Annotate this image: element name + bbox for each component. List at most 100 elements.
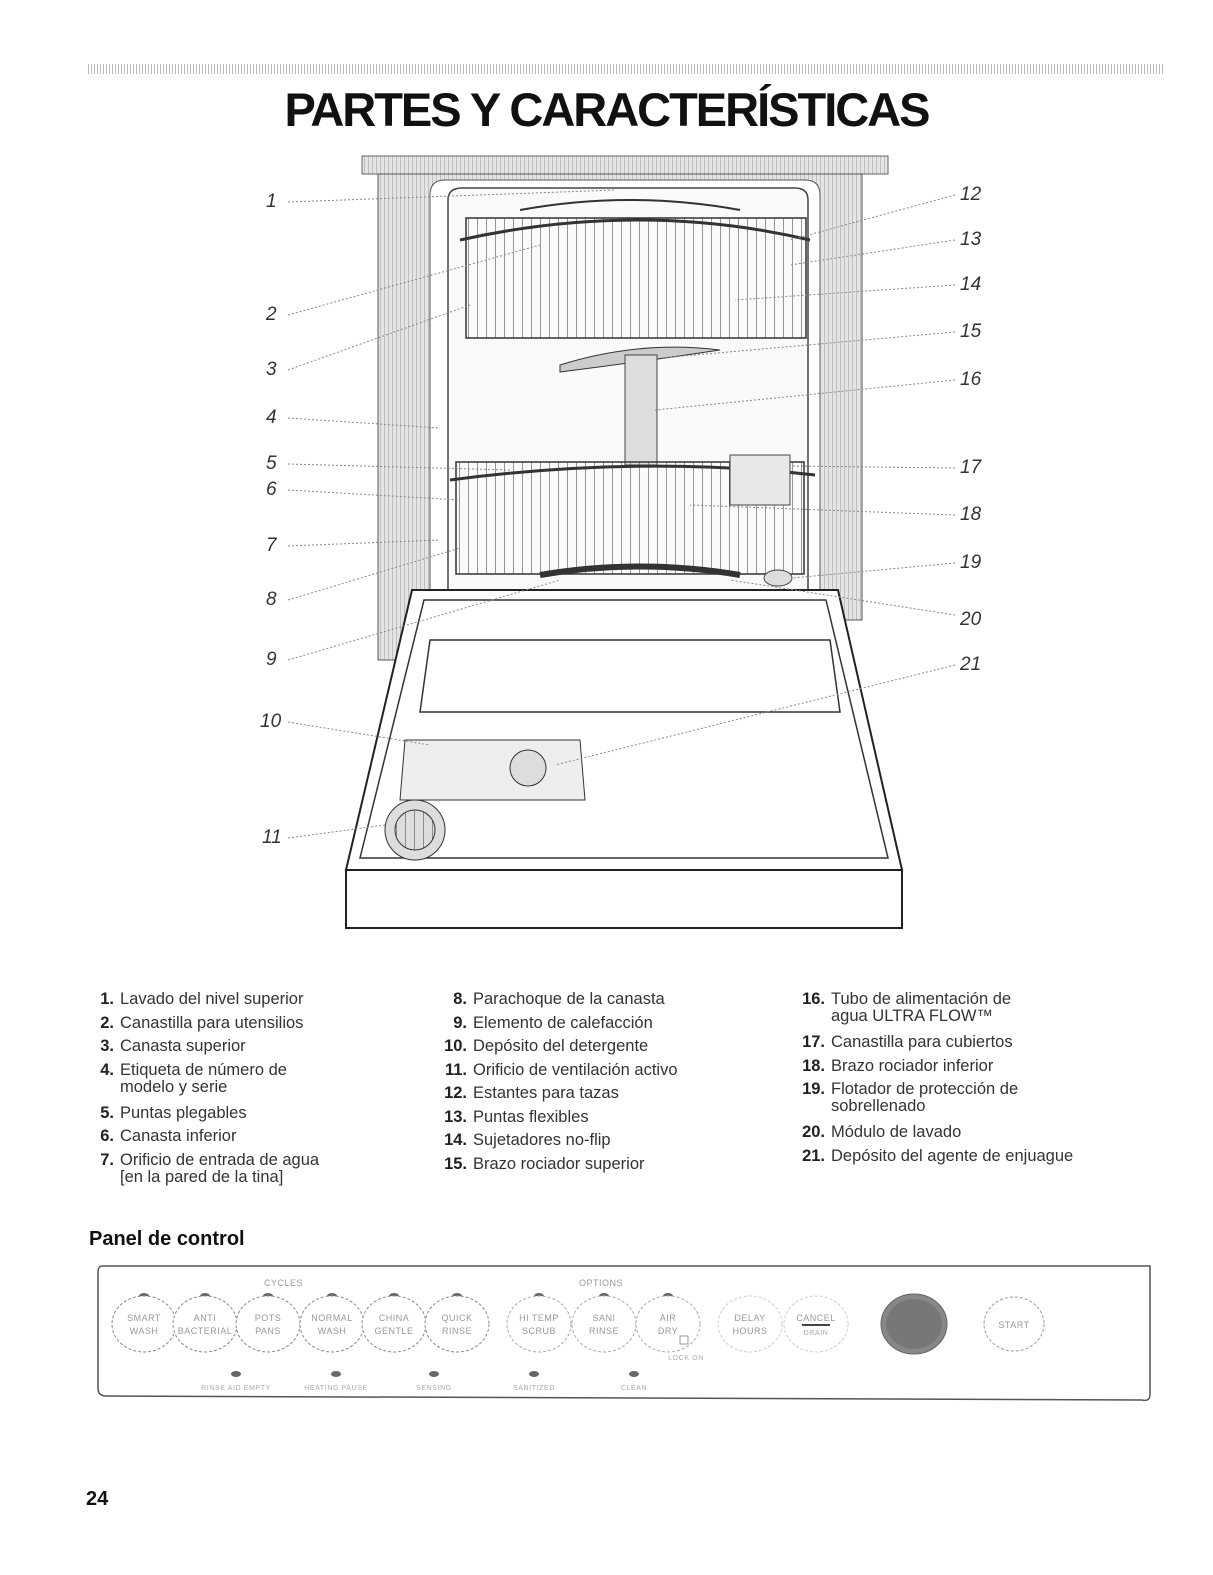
callout-10: 10: [260, 711, 282, 732]
cycle-buttons: SMART WASH ANTI BACTERIAL POTS PANS NORM…: [111, 1293, 490, 1353]
button-label: DELAY: [734, 1313, 765, 1323]
status-dial-center: [886, 1299, 942, 1349]
button-label: CHINA: [379, 1313, 410, 1323]
start-button[interactable]: START: [983, 1296, 1045, 1352]
dishwasher-diagram: 1 2 3 4 5 6 7 8 9 10 11 12 13 14 15 16 1…: [260, 155, 983, 929]
button-label: AIR: [660, 1313, 677, 1323]
upper-rack-rail: [459, 218, 811, 242]
list-item: 1.Lavado del nivel superior: [100, 990, 304, 1008]
button-label: WASH: [130, 1326, 159, 1336]
door-recess: [419, 639, 841, 713]
button-label: PANS: [255, 1326, 281, 1336]
normal-wash-button[interactable]: NORMAL WASH: [299, 1293, 365, 1353]
callout-8: 8: [266, 589, 277, 610]
lock-icon: [679, 1335, 689, 1345]
callout-12: 12: [960, 184, 982, 205]
button-outline: [361, 1295, 427, 1353]
list-item: 14.Sujetadores no-flip: [444, 1131, 611, 1149]
options-label: OPTIONS: [579, 1278, 623, 1288]
button-label: HOURS: [732, 1326, 767, 1336]
button-outline: [506, 1295, 572, 1353]
button-outline: [111, 1295, 177, 1353]
button-label: ANTI: [194, 1313, 217, 1323]
callout-1: 1: [266, 191, 277, 212]
list-item: 13.Puntas flexibles: [444, 1107, 589, 1126]
list-item: 7.Orificio de entrada de agua[en la pare…: [100, 1150, 320, 1186]
button-label: POTS: [255, 1313, 282, 1323]
delay-hours-button[interactable]: DELAY HOURS: [717, 1295, 783, 1353]
status-lights: RINSE AID EMPTY HEATING PAUSE SENSING SA…: [201, 1371, 647, 1392]
button-label: SANI: [592, 1313, 615, 1323]
top-decorative-band: [88, 64, 1164, 74]
list-item: 21.Depósito del agente de enjuague: [802, 1146, 1074, 1165]
callout-3: 3: [266, 359, 277, 380]
list-item: 12.Estantes para tazas: [444, 1084, 619, 1102]
button-label: SMART: [127, 1313, 161, 1323]
top-trim: [361, 155, 889, 175]
callout-13: 13: [960, 229, 982, 250]
hi-temp-scrub-button[interactable]: HI TEMP SCRUB: [506, 1293, 572, 1353]
callout-4: 4: [266, 407, 277, 428]
status-light-label: HEATING PAUSE: [304, 1385, 368, 1392]
button-label: BACTERIAL: [178, 1326, 233, 1336]
button-label: NORMAL: [311, 1313, 353, 1323]
air-dry-button[interactable]: AIR DRY: [635, 1293, 701, 1353]
callout-11: 11: [262, 827, 282, 848]
callout-5: 5: [266, 453, 277, 474]
list-item: 17.Canastilla para cubiertos: [802, 1033, 1013, 1051]
active-vent-grille: [394, 809, 436, 851]
button-outline: [424, 1295, 490, 1353]
button-label: QUICK: [441, 1313, 472, 1323]
feed-tube: [624, 354, 658, 466]
list-item: 20.Módulo de lavado: [802, 1123, 962, 1141]
button-label: DRAIN: [804, 1330, 829, 1337]
callout-16: 16: [960, 369, 982, 390]
callout-17: 17: [960, 457, 983, 478]
list-item: 3.Canasta superior: [100, 1037, 246, 1055]
list-item: 9.Elemento de calefacción: [453, 1013, 653, 1032]
parts-list-column-1: 1.Lavado del nivel superior 2.Canastilla…: [88, 988, 408, 1192]
status-light-label: CLEAN: [621, 1385, 647, 1392]
option-buttons: HI TEMP SCRUB SANI RINSE AIR DRY LOCK ON…: [506, 1293, 849, 1362]
leader-lines: [287, 189, 956, 839]
callout-7: 7: [266, 535, 278, 556]
list-item: 5.Puntas plegables: [100, 1103, 247, 1122]
list-item: 6.Canasta inferior: [100, 1127, 237, 1145]
button-label: DRY: [658, 1326, 678, 1336]
callout-9: 9: [266, 649, 277, 670]
list-item: 2.Canastilla para utensilios: [100, 1013, 304, 1032]
status-light: [231, 1371, 241, 1377]
parts-list-column-2: 8.Parachoque de la canasta 9.Elemento de…: [441, 988, 771, 1176]
button-outline: [635, 1295, 701, 1353]
button-label: CANCEL: [796, 1313, 836, 1323]
button-label: START: [998, 1320, 1029, 1330]
button-outline: [717, 1295, 783, 1353]
button-label: WASH: [318, 1326, 347, 1336]
callout-20: 20: [959, 609, 982, 630]
quick-rinse-button[interactable]: QUICK RINSE: [424, 1293, 490, 1353]
button-label: HI TEMP: [519, 1313, 559, 1323]
status-light: [429, 1371, 439, 1377]
callout-6: 6: [266, 479, 277, 500]
status-light-label: SENSING: [416, 1385, 452, 1392]
callout-2: 2: [265, 304, 277, 325]
list-item: 11.Orificio de ventilación activo: [444, 1060, 678, 1079]
callout-18: 18: [960, 504, 982, 525]
button-outline: [299, 1295, 365, 1353]
control-panel-illustration: CYCLES OPTIONS SMART WASH ANTI BACTERIAL…: [97, 1265, 1151, 1402]
rinse-aid-dispenser: [509, 749, 547, 787]
page-title: PARTES Y CARACTERÍSTICAS: [284, 83, 930, 136]
upper-rack: [465, 217, 807, 339]
list-item: 15.Brazo rociador superior: [444, 1154, 645, 1173]
list-item: 8.Parachoque de la canasta: [453, 990, 665, 1008]
cancel-drain-button[interactable]: CANCEL DRAIN: [783, 1295, 849, 1353]
lock-indicator: LOCK ON: [668, 1335, 703, 1362]
callout-15: 15: [960, 321, 982, 342]
status-light: [331, 1371, 341, 1377]
list-item: 10.Depósito del detergente: [444, 1037, 649, 1055]
status-light: [529, 1371, 539, 1377]
callout-21: 21: [959, 654, 981, 675]
silverware-basket: [729, 454, 791, 506]
